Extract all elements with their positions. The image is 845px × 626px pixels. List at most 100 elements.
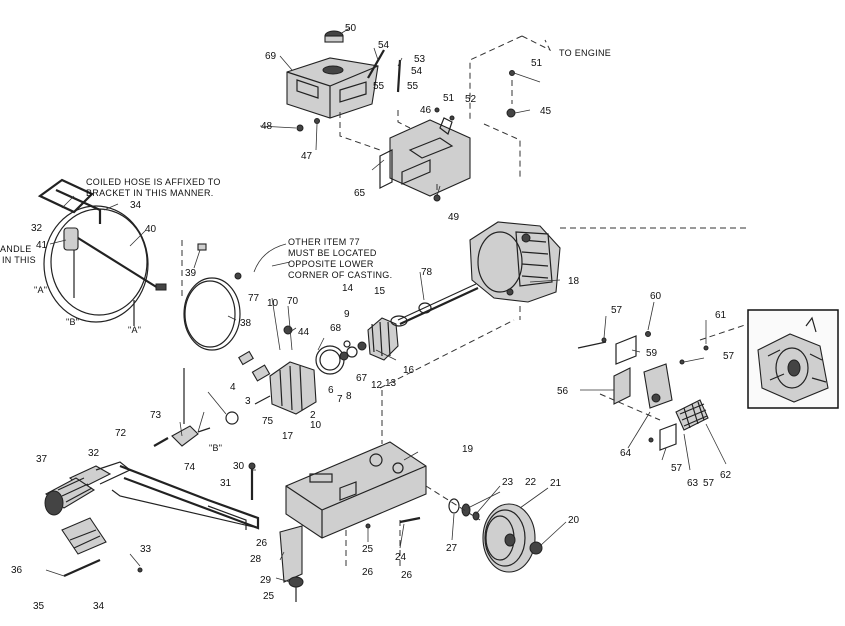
part-label: 12	[371, 380, 383, 391]
high-pressure-hose	[181, 240, 242, 424]
part-label: 54	[411, 66, 423, 77]
part-label: 19	[462, 444, 474, 455]
reference-markers: "A" "B" "A" "B"	[34, 285, 222, 453]
part-label: 23	[502, 477, 514, 488]
handle-frame	[68, 461, 260, 530]
part-label: 26	[362, 567, 374, 578]
part-label: 8	[346, 391, 352, 402]
part-label: 31	[220, 478, 232, 489]
leader-lines	[45, 27, 727, 583]
part-label: 50	[345, 23, 357, 34]
part-label: 46	[420, 105, 432, 116]
part-label: 20	[568, 515, 580, 526]
handle-note-line1: ANDLE	[0, 244, 32, 254]
part-label: 65	[354, 188, 366, 199]
fuel-cap	[324, 30, 344, 43]
part-label: 77	[248, 293, 260, 304]
part-label: 61	[715, 310, 727, 321]
part-label: 57	[703, 478, 715, 489]
part-label: 30	[233, 461, 245, 472]
tank-bracket	[379, 117, 471, 202]
part-label: 32	[88, 448, 100, 459]
part-label: 33	[140, 544, 152, 555]
part-label: 56	[557, 386, 569, 397]
hose-reel	[37, 178, 149, 323]
pump-valves	[225, 350, 271, 425]
part-label: 36	[11, 565, 23, 576]
engine	[469, 221, 561, 303]
part-label: 7	[337, 394, 343, 405]
part-label: 74	[184, 462, 196, 473]
tank-bolts	[296, 49, 516, 132]
marker-b-right: "B"	[209, 443, 222, 453]
part-label: 49	[448, 212, 460, 223]
part-label: 25	[263, 591, 275, 602]
muffler	[577, 331, 709, 409]
grip	[44, 477, 96, 516]
pump-adapter	[367, 302, 432, 361]
part-label: 35	[33, 601, 45, 612]
part-label: 45	[540, 106, 552, 117]
marker-b-left: "B"	[66, 317, 79, 327]
spark-arrestor-screen	[648, 399, 709, 451]
seals-and-bearings	[315, 340, 367, 375]
part-label: 75	[262, 416, 274, 427]
to-engine-note: TO ENGINE	[559, 48, 611, 58]
wheel	[482, 503, 543, 573]
part-label: 16	[403, 365, 415, 376]
part-label: 29	[260, 575, 272, 586]
pump-head	[254, 325, 317, 415]
part-label: 13	[385, 378, 397, 389]
other-item-note-line4: CORNER OF CASTING.	[288, 270, 392, 280]
part-label: 6	[328, 385, 334, 396]
part-label: 9	[344, 309, 350, 320]
part-label: 26	[401, 570, 413, 581]
part-label: 15	[374, 286, 386, 297]
other-item-note-line1: OTHER ITEM 77	[288, 237, 360, 247]
part-label: 51	[531, 58, 543, 69]
part-label: 57	[723, 351, 735, 362]
engine-detail-inset	[747, 309, 839, 409]
part-label: 70	[287, 296, 299, 307]
axle-parts	[365, 498, 480, 529]
hose-coupler	[153, 425, 211, 447]
pump-shaft	[397, 283, 479, 325]
part-label: 62	[720, 470, 732, 481]
part-label: 34	[93, 601, 105, 612]
part-label: 26	[256, 538, 268, 549]
part-label: 47	[301, 151, 313, 162]
part-label: 18	[568, 276, 580, 287]
part-label: 39	[185, 268, 197, 279]
part-label: 68	[330, 323, 342, 334]
part-label: 60	[650, 291, 662, 302]
part-label: 4	[230, 382, 236, 393]
part-label: 22	[525, 477, 537, 488]
spray-gun	[63, 227, 167, 326]
part-label: 55	[373, 81, 385, 92]
part-label: 10	[267, 298, 279, 309]
part-label: 25	[362, 544, 374, 555]
part-label: 2	[310, 410, 316, 421]
part-label: 44	[298, 327, 310, 338]
part-label: 53	[414, 54, 426, 65]
part-label: 10	[310, 420, 322, 431]
part-label: 21	[550, 478, 562, 489]
part-label: 41	[36, 240, 48, 251]
part-label: 59	[646, 348, 658, 359]
other-item-note-line3: OPPOSITE LOWER	[288, 259, 374, 269]
part-label: 54	[378, 40, 390, 51]
part-labels: 50 54 53 54 55 55 69 51 51 52 46 45 48 4…	[11, 23, 735, 612]
part-label: 34	[130, 200, 142, 211]
other-item-note-line2: MUST BE LOCATED	[288, 248, 377, 258]
handle-note-line2: IN THIS	[2, 255, 36, 265]
marker-a-left: "A"	[34, 285, 47, 295]
part-label: 57	[611, 305, 623, 316]
support-leg	[279, 525, 304, 602]
coiled-hose-note-line1: COILED HOSE IS AFFIXED TO	[86, 177, 221, 187]
part-label: 69	[265, 51, 277, 62]
handle-bolt	[61, 517, 143, 578]
notes: TO ENGINE COILED HOSE IS AFFIXED TO BRAC…	[0, 48, 611, 280]
part-label: 73	[150, 410, 162, 421]
fuel-tank	[286, 57, 379, 119]
